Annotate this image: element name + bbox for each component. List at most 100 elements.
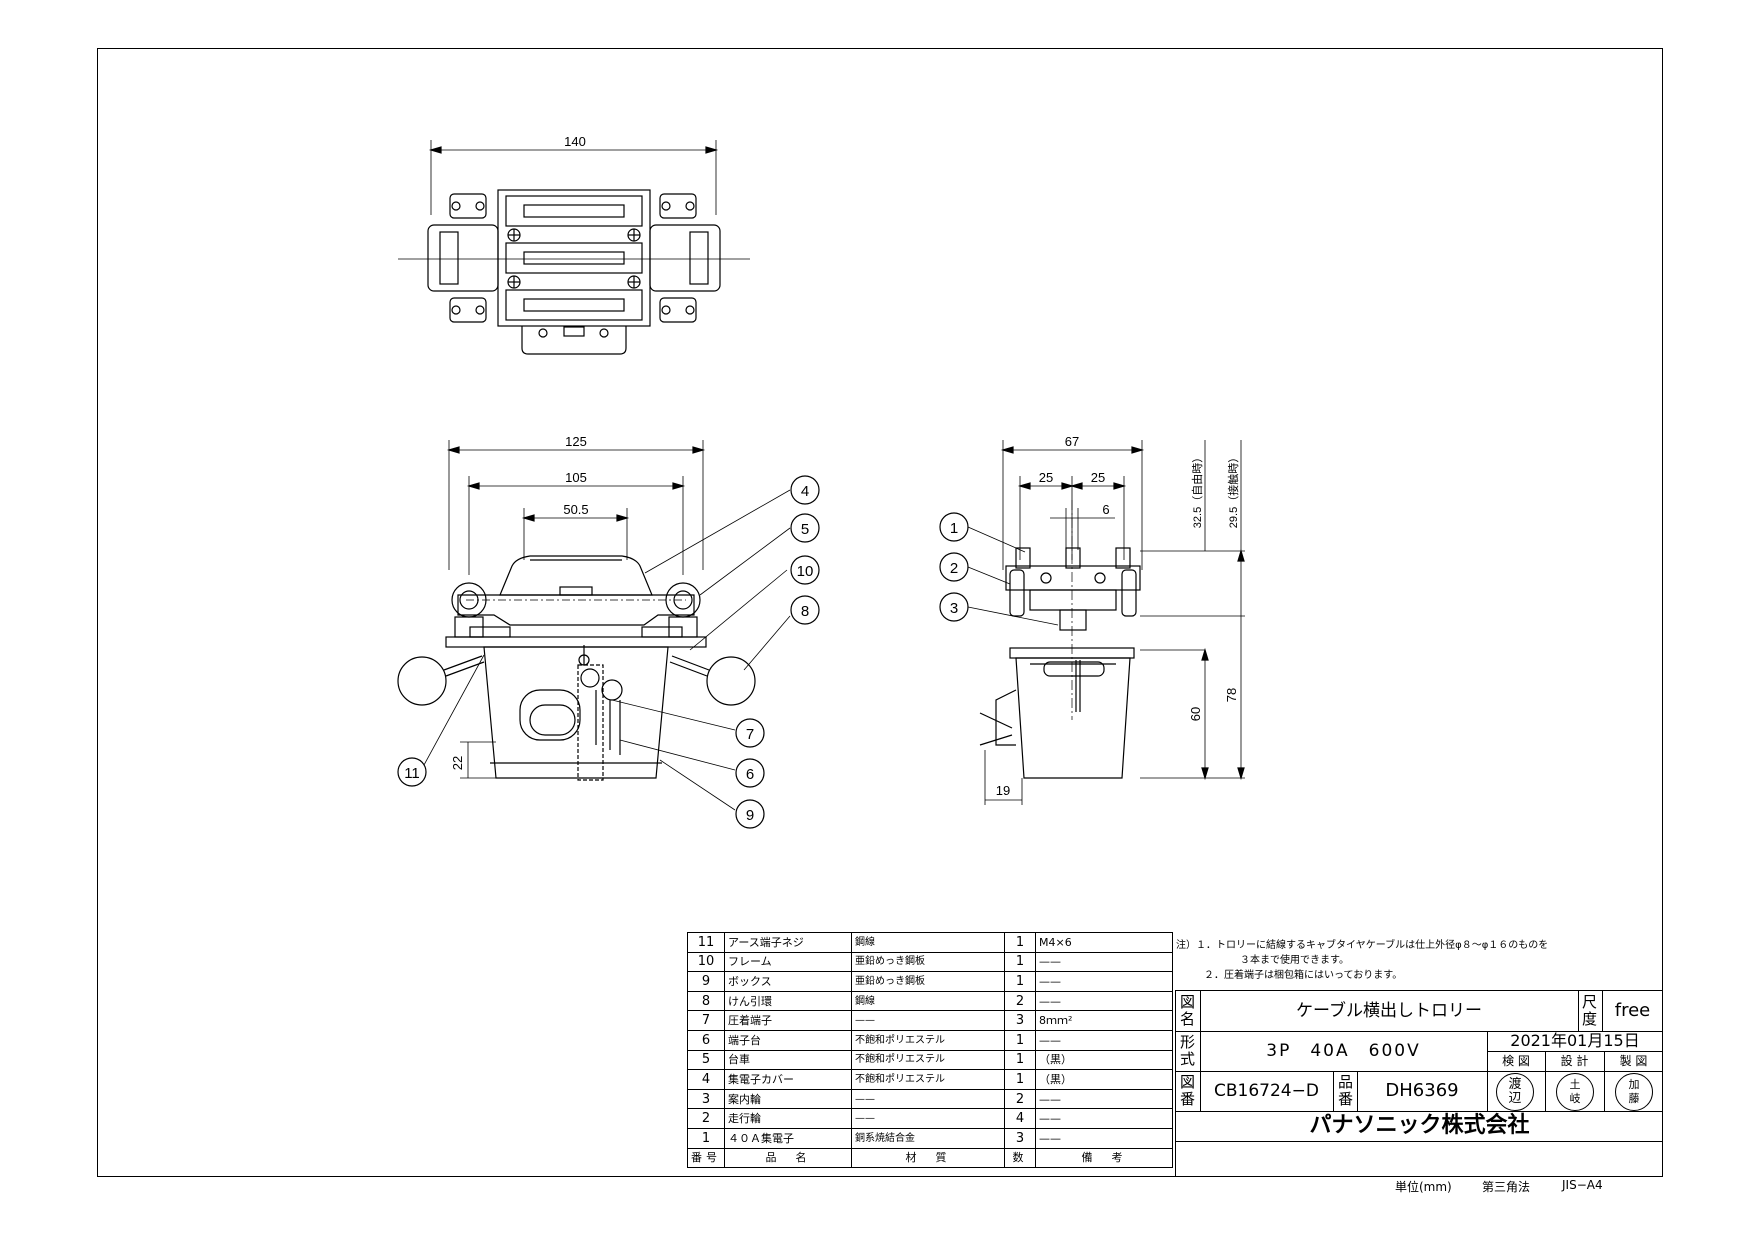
label-sekkei: 設 計 (1560, 1054, 1589, 1068)
balloon-1: 1 (950, 520, 958, 537)
cell-qty: 3 (1004, 1010, 1036, 1031)
cell-name: ボックス (724, 971, 852, 992)
cell-qty: 1 (1004, 971, 1036, 992)
cell-qty: 1 (1004, 932, 1036, 953)
cell-material: 銅系焼結合金 (851, 1127, 1005, 1149)
dim-140: 140 (564, 134, 586, 149)
dim-67: 67 (1065, 434, 1079, 449)
cell-no: 5 (687, 1049, 725, 1071)
dim-32-5: 32.5（自由時） (1190, 452, 1204, 528)
cell-qty: 4 (1004, 1108, 1036, 1129)
header-qty: 数 (1004, 1147, 1036, 1169)
stamp-seizu: 加藤 (1615, 1073, 1653, 1111)
cell-no: 3 (687, 1088, 725, 1110)
footer-projection: 第三角法 (1482, 1180, 1531, 1194)
cell-no: 8 (687, 990, 725, 1012)
cell-no: 10 (687, 951, 725, 973)
cell-qty: 2 (1004, 990, 1036, 1012)
cell-remarks: —— (1035, 1127, 1173, 1149)
label-zumei: 図名 (1180, 993, 1196, 1028)
cell-remarks: —— (1035, 1029, 1173, 1051)
cell-remarks: 8ｍｍ² (1035, 1010, 1173, 1031)
cell-remarks: —— (1035, 1108, 1173, 1129)
dim-19: 19 (996, 783, 1010, 798)
drawing-frame (97, 48, 1663, 1177)
dim-50-5: 50.5 (563, 502, 588, 517)
footer-paper: JIS−A4 (1562, 1178, 1603, 1192)
cell-name: けん引環 (724, 990, 852, 1012)
front-view: 125 105 50.5 (397, 434, 791, 811)
dim-29-5: 29.5（接触時） (1226, 452, 1240, 528)
dim-105: 105 (565, 470, 587, 485)
cell-material: —— (851, 1088, 1005, 1110)
balloon-6: 6 (746, 766, 754, 783)
header-remarks: 備 考 (1035, 1147, 1173, 1169)
cell-no: 6 (687, 1029, 725, 1051)
cell-material: 鋼線 (851, 932, 1005, 953)
cell-name: 圧着端子 (724, 1010, 852, 1031)
stamp-kenzu-text: 渡辺 (1508, 1077, 1522, 1106)
drawing-name: ケーブル横出しトロリー (1296, 1001, 1482, 1021)
cell-name: ４０Ａ集電子 (724, 1127, 852, 1149)
footer-unit: 単位(mm) (1395, 1180, 1452, 1194)
cell-no: 4 (687, 1069, 725, 1090)
balloon-7: 7 (746, 726, 754, 743)
cell-material: 不飽和ポリエステル (851, 1029, 1005, 1051)
header-material: 材 質 (851, 1147, 1005, 1169)
cell-no: 7 (687, 1010, 725, 1031)
header-name: 品 名 (724, 1147, 852, 1169)
note-2: ２．圧着端子は梱包箱にはいっております。 (1204, 970, 1403, 981)
top-view: 140 (398, 134, 750, 355)
notes: 注）１．トロリーに結線するキャブタイヤケーブルは仕上外径φ８～φ１６のものを ３… (1176, 938, 1548, 983)
title-block: 図名 ケーブル横出しトロリー 尺度 free 形式 3P 40A 600V 20… (1175, 990, 1663, 1177)
dim-22: 22 (450, 756, 465, 770)
label-keishiki: 形式 (1180, 1033, 1196, 1068)
cell-remarks: —— (1035, 1088, 1173, 1110)
cell-name: 案内輪 (724, 1088, 852, 1110)
label-seizu: 製 図 (1619, 1054, 1648, 1068)
cell-remarks: （黒） (1035, 1069, 1173, 1090)
cell-material: 不飽和ポリエステル (851, 1049, 1005, 1071)
note-1b: ３本まで使用できます。 (1240, 955, 1349, 966)
cell-no: 2 (687, 1108, 725, 1129)
dim-6: 6 (1102, 502, 1109, 517)
cell-no: 9 (687, 971, 725, 992)
cell-remarks: —— (1035, 971, 1173, 992)
balloon-4: 4 (801, 483, 809, 500)
note-1: 注）１．トロリーに結線するキャブタイヤケーブルは仕上外径φ８～φ１６のものを (1176, 940, 1549, 951)
balloon-8: 8 (801, 603, 809, 620)
cell-remarks: —— (1035, 990, 1173, 1012)
dim-25a: 25 (1039, 470, 1053, 485)
stamp-seizu-text: 加藤 (1628, 1078, 1640, 1105)
label-hinban: 品番 (1338, 1073, 1354, 1108)
drawing-number: CB16724−D (1214, 1081, 1319, 1101)
product-number: DH6369 (1385, 1080, 1459, 1101)
table-header: 番号品 名材 質数備 考 (687, 1147, 1173, 1169)
balloon-5: 5 (801, 521, 809, 538)
cell-qty: 1 (1004, 1029, 1036, 1051)
cell-material: 亜鉛めっき鋼板 (851, 971, 1005, 992)
balloons: 4 5 10 8 7 6 9 11 1 2 3 (397, 475, 969, 829)
balloon-10: 10 (797, 563, 814, 580)
cell-qty: 1 (1004, 1069, 1036, 1090)
dim-60: 60 (1188, 707, 1203, 721)
stamp-kenzu: 渡辺 (1496, 1073, 1534, 1111)
dim-78: 78 (1224, 688, 1239, 702)
cell-name: 集電子カバー (724, 1069, 852, 1090)
cell-material: —— (851, 1108, 1005, 1129)
balloon-11: 11 (404, 765, 420, 782)
cell-no: 1 (687, 1127, 725, 1149)
stamp-sekkei: 土岐 (1556, 1073, 1594, 1111)
dim-25b: 25 (1091, 470, 1105, 485)
cell-material: —— (851, 1010, 1005, 1031)
cell-material: 不飽和ポリエステル (851, 1069, 1005, 1090)
side-view: 67 25 25 6 32. (967, 434, 1245, 805)
